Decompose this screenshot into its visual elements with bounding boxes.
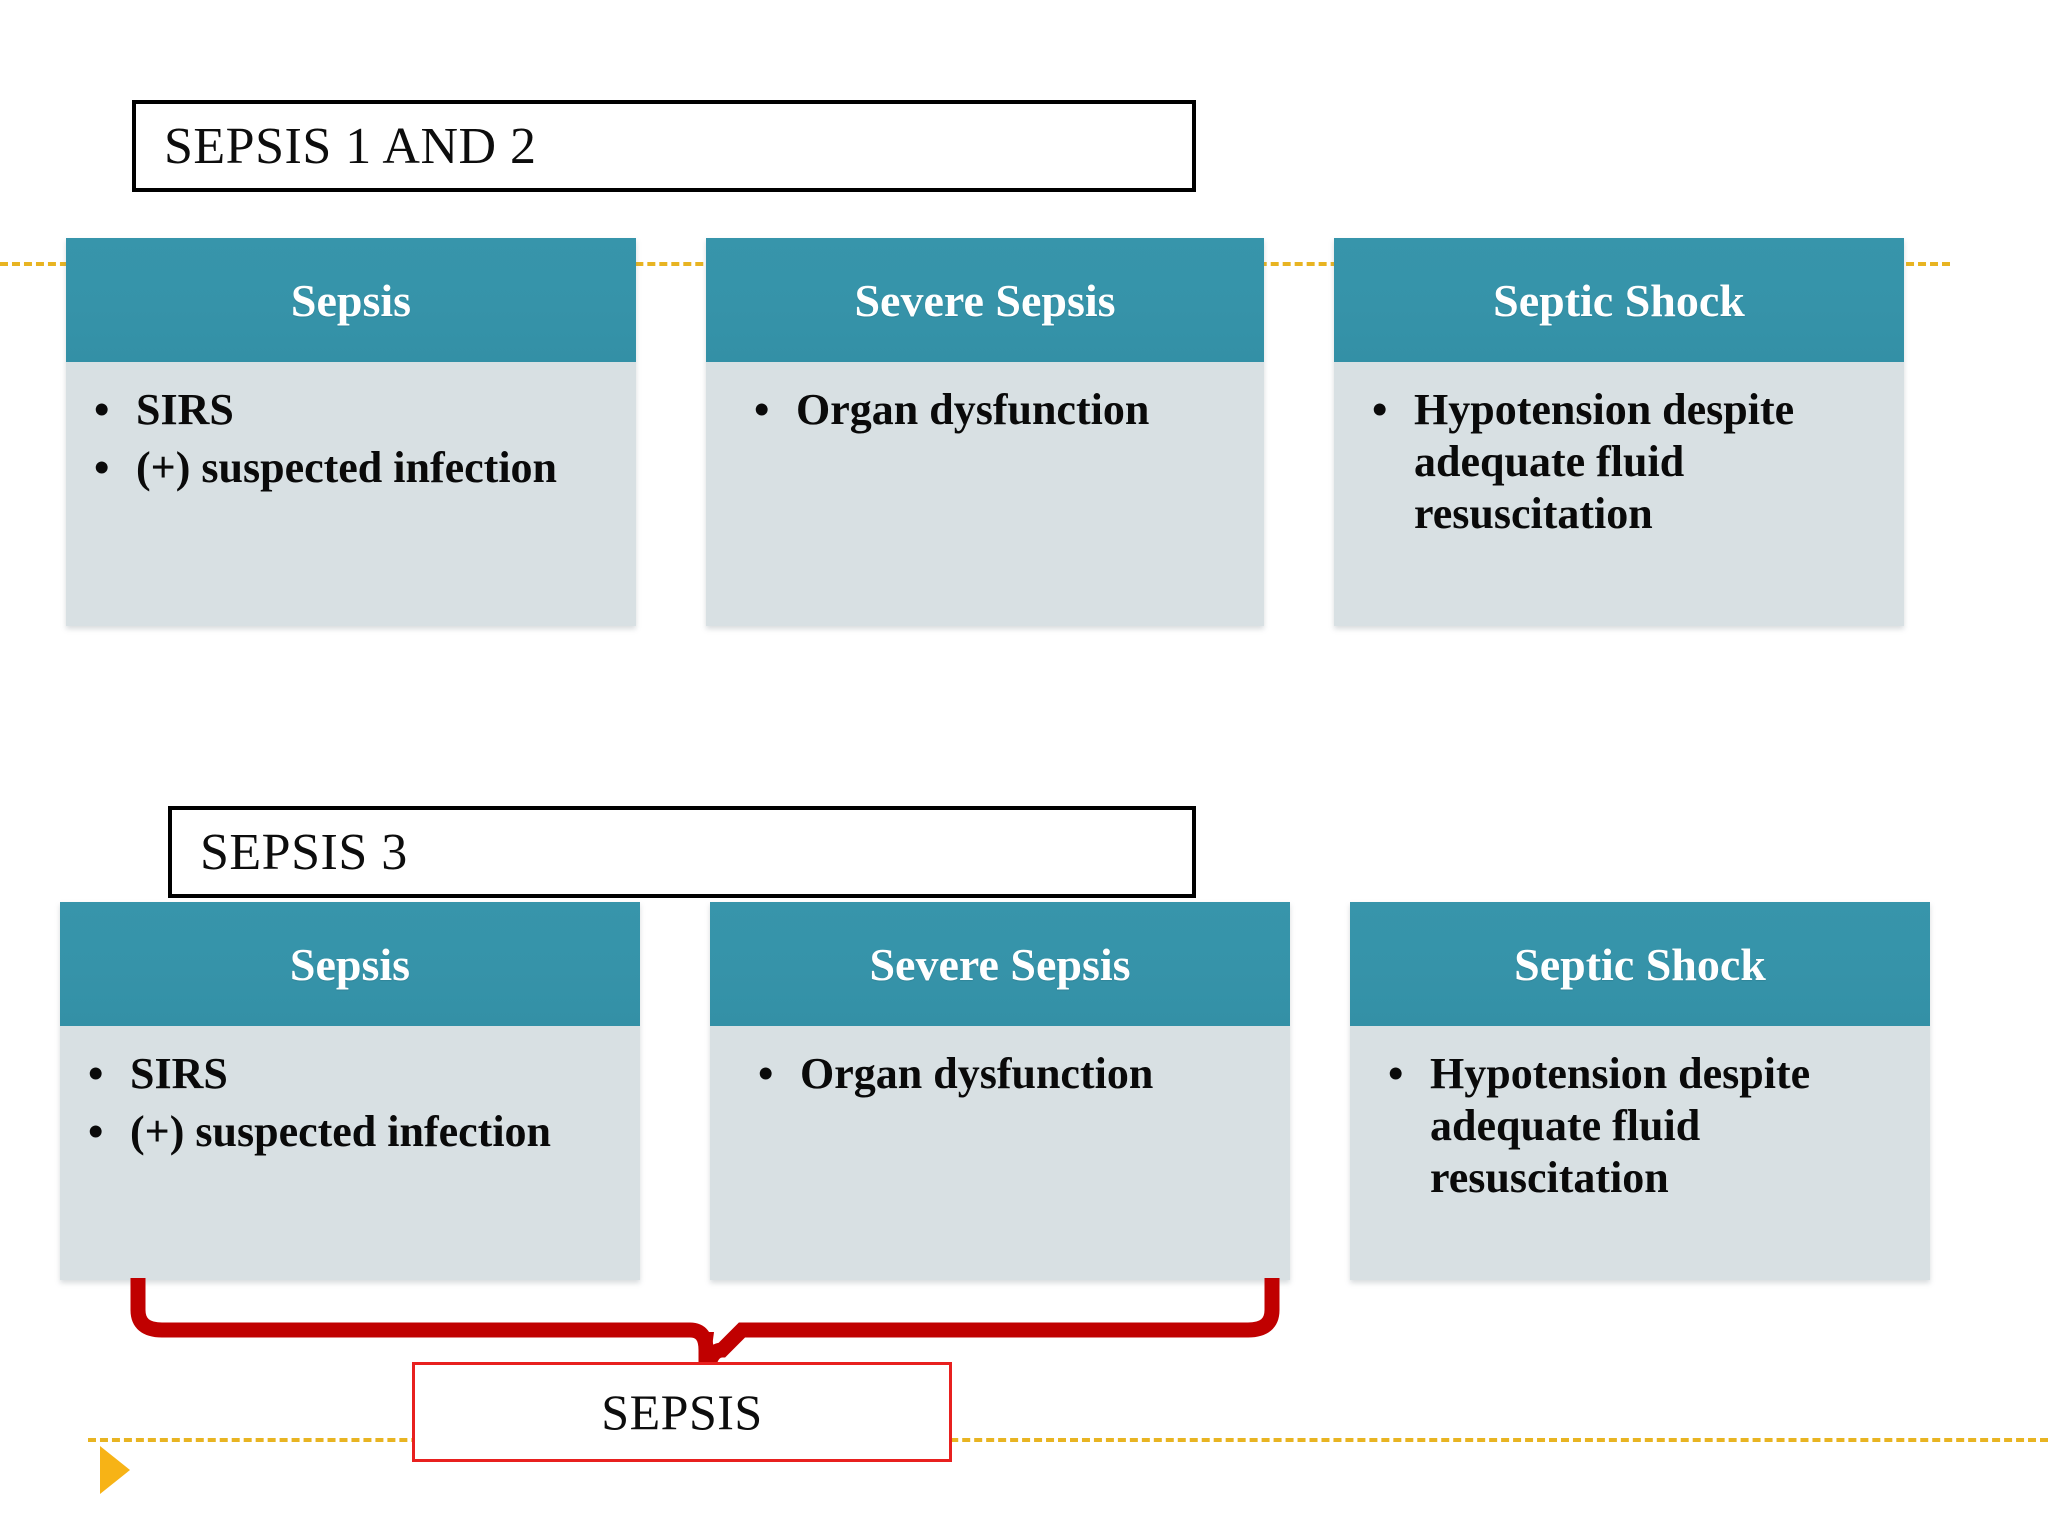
- card-body-septic-shock-row1: • Hypotension despite adequate fluid res…: [1334, 362, 1904, 556]
- list-item-text: (+) suspected infection: [130, 1106, 552, 1156]
- list-item-text: (+) suspected infection: [136, 442, 558, 492]
- card-septic-shock-row1[interactable]: Septic Shock • Hypotension despite adequ…: [1334, 238, 1904, 626]
- list-item-text: SIRS: [136, 385, 234, 434]
- card-septic-shock-row2[interactable]: Septic Shock • Hypotension despite adequ…: [1350, 902, 1930, 1280]
- card-header-septic-shock-row1: Septic Shock: [1334, 238, 1904, 362]
- card-sepsis-row1[interactable]: Sepsis • SIRS • (+) suspected infection: [66, 238, 636, 626]
- list-item-text: Organ dysfunction: [796, 385, 1150, 434]
- sepsis-summary-box: SEPSIS: [412, 1362, 952, 1462]
- list-item-text: SIRS: [130, 1049, 228, 1098]
- card-body-sepsis-row1: • SIRS • (+) suspected infection: [66, 362, 636, 510]
- list-item: • Organ dysfunction: [744, 1048, 1270, 1100]
- card-header-severe-sepsis-row2: Severe Sepsis: [710, 902, 1290, 1026]
- card-title-label: Septic Shock: [1514, 938, 1766, 990]
- bullet-dot-icon: •: [1388, 1049, 1404, 1098]
- list-item: • (+) suspected infection: [80, 442, 616, 494]
- card-title-label: Severe Sepsis: [854, 274, 1116, 326]
- card-header-sepsis-row2: Sepsis: [60, 902, 640, 1026]
- bullet-list: • SIRS • (+) suspected infection: [80, 384, 616, 494]
- list-item: • Hypotension despite adequate fluid res…: [1374, 1048, 1910, 1204]
- card-body-sepsis-row2: • SIRS • (+) suspected infection: [60, 1026, 640, 1174]
- card-title-label: Septic Shock: [1493, 274, 1745, 326]
- card-body-septic-shock-row2: • Hypotension despite adequate fluid res…: [1350, 1026, 1930, 1220]
- bullet-dot-icon: •: [754, 385, 770, 434]
- bullet-list: • Organ dysfunction: [740, 384, 1244, 436]
- list-item-text: Hypotension despite adequate fluid resus…: [1414, 385, 1795, 538]
- bullet-dot-icon: •: [94, 385, 110, 434]
- bullet-list: • SIRS • (+) suspected infection: [74, 1048, 620, 1158]
- card-severe-sepsis-row1[interactable]: Severe Sepsis • Organ dysfunction: [706, 238, 1264, 626]
- card-header-severe-sepsis-row1: Severe Sepsis: [706, 238, 1264, 362]
- bullet-dot-icon: •: [1372, 385, 1388, 434]
- card-sepsis-row2[interactable]: Sepsis • SIRS • (+) suspected infection: [60, 902, 640, 1280]
- bullet-dot-icon: •: [758, 1049, 774, 1098]
- bullet-dot-icon: •: [88, 1049, 104, 1098]
- card-title-label: Severe Sepsis: [869, 938, 1131, 990]
- section-title-box-sepsis-3: SEPSIS 3: [168, 806, 1196, 898]
- bullet-dot-icon: •: [94, 442, 110, 492]
- list-item-text: Organ dysfunction: [800, 1049, 1154, 1098]
- list-item: • SIRS: [80, 384, 616, 436]
- play-triangle-icon: [100, 1446, 130, 1494]
- card-header-septic-shock-row2: Septic Shock: [1350, 902, 1930, 1026]
- card-title-label: Sepsis: [289, 938, 411, 990]
- card-body-severe-sepsis-row1: • Organ dysfunction: [706, 362, 1264, 452]
- bullet-list: • Organ dysfunction: [744, 1048, 1270, 1100]
- list-item-text: Hypotension despite adequate fluid resus…: [1430, 1049, 1811, 1202]
- dashed-rule-bottom: [88, 1438, 2048, 1442]
- list-item: • SIRS: [74, 1048, 620, 1100]
- bullet-list: • Hypotension despite adequate fluid res…: [1374, 1048, 1910, 1204]
- section-title-text: SEPSIS 3: [200, 823, 408, 881]
- card-severe-sepsis-row2[interactable]: Severe Sepsis • Organ dysfunction: [710, 902, 1290, 1280]
- bullet-dot-icon: •: [88, 1106, 104, 1156]
- card-header-sepsis-row1: Sepsis: [66, 238, 636, 362]
- card-title-label: Sepsis: [290, 274, 412, 326]
- list-item: • (+) suspected infection: [74, 1106, 620, 1158]
- section-title-box-sepsis-1-and-2: SEPSIS 1 AND 2: [132, 100, 1196, 192]
- bullet-list: • Hypotension despite adequate fluid res…: [1358, 384, 1884, 540]
- card-body-severe-sepsis-row2: • Organ dysfunction: [710, 1026, 1290, 1116]
- list-item: • Organ dysfunction: [740, 384, 1244, 436]
- section-title-text: SEPSIS 1 AND 2: [164, 117, 537, 175]
- list-item: • Hypotension despite adequate fluid res…: [1358, 384, 1884, 540]
- sepsis-summary-label: SEPSIS: [601, 1384, 763, 1440]
